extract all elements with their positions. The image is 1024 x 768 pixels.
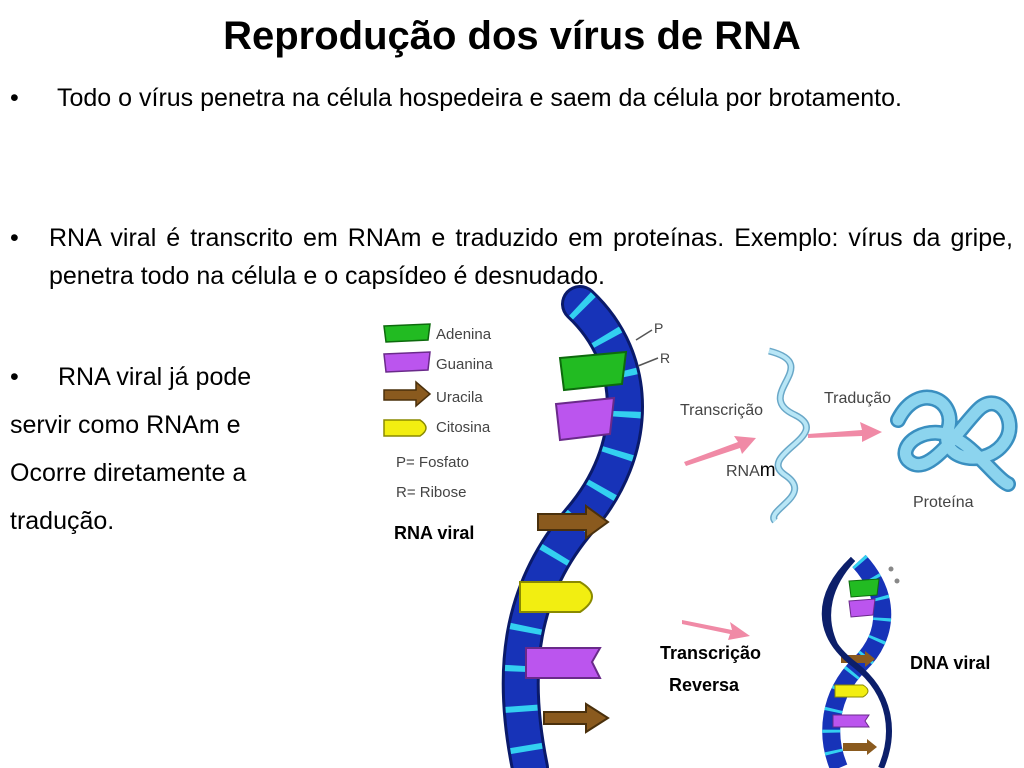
legend-label-citosina: Citosina <box>436 419 491 436</box>
rna-label: RNAm <box>726 460 776 481</box>
citosina-base <box>519 581 593 613</box>
citosina-swatch <box>383 419 427 437</box>
legend-fosfato: P= Fosfato <box>396 454 469 471</box>
bullet-3-line-3: Ocorre diretamente a <box>10 459 247 487</box>
slide-title: Reprodução dos vírus de RNA <box>223 14 801 58</box>
bullet-3-line-4: tradução. <box>10 507 115 535</box>
bullet-marker: • <box>10 84 19 112</box>
transcricao-reversa-label-1: Transcrição <box>660 643 762 663</box>
transcricao-label: Transcrição <box>680 402 763 419</box>
rna-viral-label: RNA viral <box>394 523 475 543</box>
bullet-marker: • <box>10 224 19 252</box>
bullet-marker: • <box>10 363 19 391</box>
transcricao-arrow <box>684 436 756 466</box>
transcricao-reversa-label-2: Reversa <box>669 675 740 695</box>
adenina-swatch <box>383 323 431 343</box>
legend-label-guanina: Guanina <box>436 356 493 373</box>
strand-label-p: P <box>654 320 664 336</box>
legend-label-adenina: Adenina <box>436 326 492 343</box>
guanina-base <box>554 396 616 442</box>
traducao-label: Tradução <box>824 390 891 407</box>
bullet-text-3: RNA viral já pode <box>58 363 252 391</box>
bullet-text-2: RNA viral é transcrito em RNAm e traduzi… <box>49 224 1013 290</box>
protein-ribbon <box>890 389 1018 492</box>
strand-label-r: R <box>660 350 671 366</box>
bullet-text-1: Todo o vírus penetra na célula hospedeir… <box>57 84 902 112</box>
transcricao-reversa-arrow <box>682 620 750 640</box>
uracila-swatch <box>383 380 432 408</box>
bullet-3-line-2: servir como RNAm e <box>10 411 241 439</box>
legend-label-uracila: Uracila <box>436 389 483 406</box>
rna-m-strand <box>768 347 810 524</box>
guanina-base <box>525 647 602 679</box>
dna-viral-strand <box>821 554 900 768</box>
legend-ribose: R= Ribose <box>396 484 467 501</box>
dna-viral-label: DNA viral <box>910 653 991 673</box>
uracila-base <box>543 702 610 734</box>
adenina-base <box>558 350 628 392</box>
traducao-arrow <box>808 422 882 442</box>
rna-viral-strand <box>501 285 659 768</box>
uracila-base <box>537 504 610 540</box>
proteina-label: Proteína <box>913 494 974 511</box>
guanina-swatch <box>383 351 431 373</box>
base-legend-swatches <box>383 323 432 437</box>
